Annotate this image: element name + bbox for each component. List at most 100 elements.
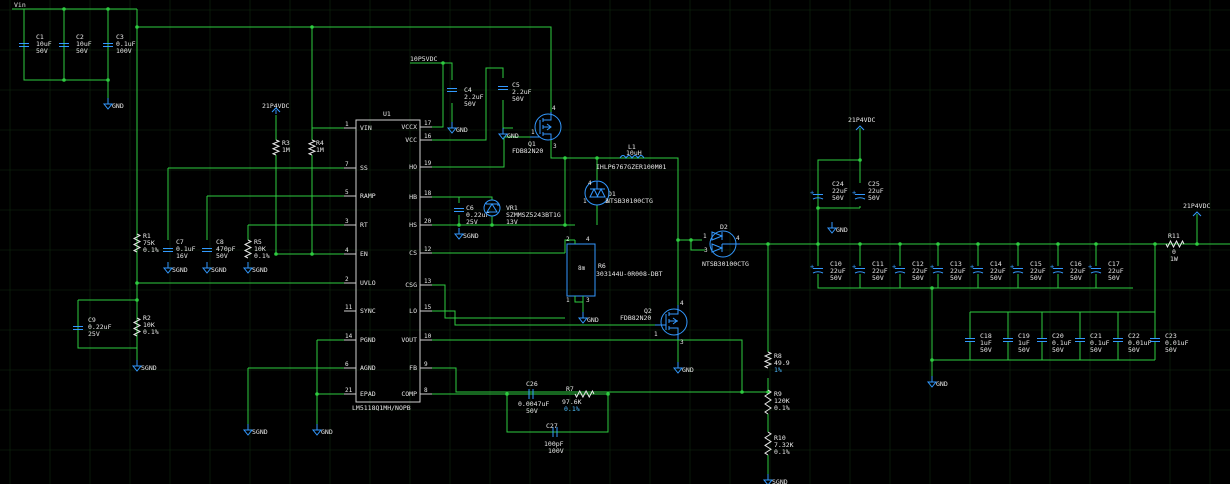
ic-pin-number: 18 (424, 190, 432, 197)
polarity-plus-icon: + (930, 263, 934, 271)
diode-d1-icon: 4 1 3 (583, 180, 610, 206)
c9-ref: C9 (88, 316, 96, 324)
ground-icon: GND (446, 122, 468, 134)
r5-val: 10K (254, 245, 266, 253)
bank2-cap-val: 0.1uF (1090, 339, 1110, 347)
ground-label: GND (507, 132, 519, 140)
ic-u1-body (355, 119, 421, 403)
r11-ref: R11 (1168, 232, 1180, 240)
bank2-cap-ref: C18 (980, 332, 992, 340)
ic-pin-name: EN (360, 250, 368, 258)
ic-u1-part: LM5118Q1MH/NOPB (352, 404, 411, 412)
capacitor-bank2-icon (1113, 338, 1123, 342)
svg-text:3: 3 (704, 247, 708, 254)
bank1-cap-val: 22uF (1030, 267, 1046, 275)
zener-vr1-icon (483, 199, 501, 217)
ic-pin-name: VCC (405, 136, 417, 144)
bank1-cap-val: 22uF (830, 267, 846, 275)
d2-part: NTSB30100CTG (702, 260, 749, 268)
ic-pin-name: CSG (405, 281, 417, 289)
capacitor-c1-icon (19, 43, 29, 47)
net-labels: Vin 10P5VDC 21P4VDC 21P4VDC 21P4VDC (14, 1, 1210, 244)
svg-text:4: 4 (588, 180, 592, 187)
r2-ref: R2 (143, 314, 151, 322)
d1-part: NTSB30100CTG (606, 197, 653, 205)
polarity-plus-icon: + (852, 263, 856, 271)
ic-pin-number: 6 (345, 361, 349, 368)
c27-ref: C27 (546, 422, 558, 430)
bank1-cap-val: 22uF (950, 267, 966, 275)
resistor-r2-icon (132, 317, 142, 337)
capacitor-c26-icon (528, 389, 534, 399)
r7-ref: R7 (566, 385, 574, 393)
ground-icon: GND (577, 312, 599, 324)
capacitor-c5-icon (498, 86, 508, 90)
resistor-r4-icon (307, 139, 317, 156)
c7-v: 16V (176, 252, 188, 260)
bank1-cap-ref: C16 (1070, 260, 1082, 268)
ground-icon: GND (926, 376, 948, 388)
vr1-ref: VR1 (506, 204, 518, 212)
ic-pin-name: UVLO (360, 279, 376, 287)
r6-inner: 8m (578, 265, 586, 272)
r8-ref: R8 (774, 352, 782, 360)
ground-icon: GND (311, 424, 333, 436)
l1-ref: L1 (628, 143, 636, 151)
ic-pin-name: SYNC (360, 307, 376, 315)
bank1-cap-v: 50V (830, 274, 842, 282)
ic-pin-number: 4 (345, 247, 349, 254)
bank1-cap-ref: C17 (1108, 260, 1120, 268)
r8-val: 49.9 (774, 359, 790, 367)
capacitor-c7-icon (163, 248, 173, 252)
r7-tol: 0.1% (564, 405, 580, 413)
c25-ref: C25 (868, 180, 880, 188)
c8-ref: C8 (216, 238, 224, 246)
c8-val: 470pF (216, 245, 236, 253)
svg-text:3: 3 (605, 198, 609, 205)
inductor-l1-icon (619, 155, 645, 159)
arrow-up-icon (855, 125, 865, 131)
c26-val: 0.0047uF (518, 400, 549, 408)
vr1-part: SZMMSZ5243BT1G (506, 211, 561, 219)
capacitor-bank1-icon: + (852, 263, 866, 274)
d1-ref: D1 (608, 190, 616, 198)
c24-ref: C24 (832, 180, 844, 188)
c25-val: 22uF (868, 187, 884, 195)
ground-label: GND (321, 428, 333, 436)
c3-ref: C3 (116, 33, 124, 41)
capacitor-bank1-icon: + (970, 263, 984, 274)
bank1-cap-v: 50V (1030, 274, 1042, 282)
ic-pin-number: 14 (345, 333, 353, 340)
capacitor-c9-icon (73, 326, 83, 330)
r2-tol: 0.1% (143, 328, 159, 336)
c26-ref: C26 (526, 380, 538, 388)
r1-val: 75K (143, 239, 155, 247)
ground-icon: SGND (453, 228, 479, 240)
resistor-r10-icon (764, 431, 772, 456)
svg-text:4: 4 (736, 235, 740, 242)
shunt-r6-icon: 2 1 4 3 (566, 236, 596, 304)
arrow-up-icon (271, 107, 281, 114)
net-21p4-label-mid: 21P4VDC (848, 116, 875, 124)
capacitor-bank1-icon: + (1050, 263, 1064, 274)
bank1-cap-val: 22uF (1070, 267, 1086, 275)
svg-text:4: 4 (586, 236, 590, 243)
ic-pin-name: PGND (360, 336, 376, 344)
bank2-cap-ref: C21 (1090, 332, 1102, 340)
ground-label: GND (112, 102, 124, 110)
bank1-cap-val: 22uF (1108, 267, 1124, 275)
resistor-r7-icon (574, 389, 595, 399)
c3-val: 0.1uF (116, 40, 136, 48)
junction-dots (62, 7, 1199, 396)
ic-pin-name: VIN (360, 124, 372, 132)
q1-ref: Q1 (528, 140, 536, 148)
capacitor-bank1-icon: + (892, 263, 906, 274)
c6-ref: C6 (466, 204, 474, 212)
svg-text:3: 3 (680, 339, 684, 346)
bank2-cap-ref: C22 (1128, 332, 1140, 340)
d2-ref: D2 (720, 223, 728, 231)
r5-tol: 0.1% (254, 252, 270, 260)
r3-ref: R3 (282, 139, 290, 147)
